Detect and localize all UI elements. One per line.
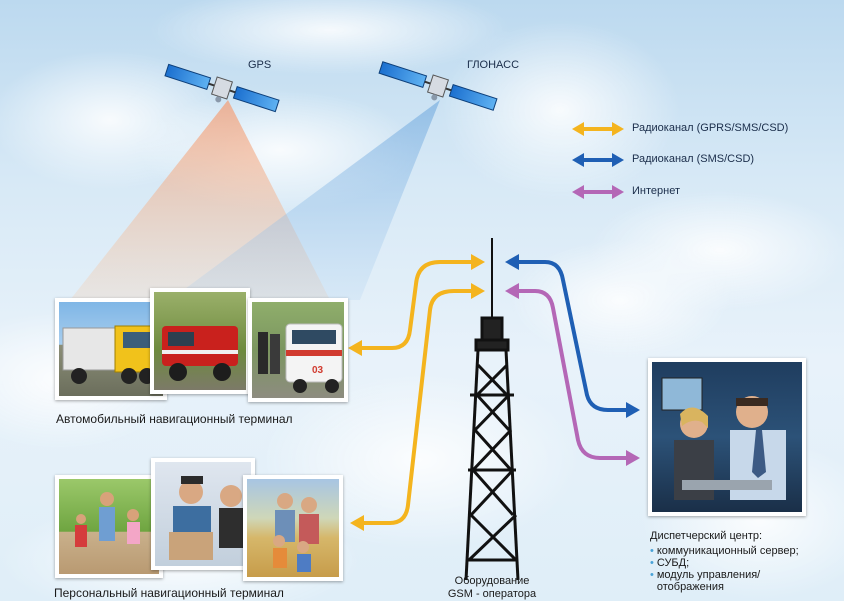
truck-icon (62, 325, 158, 384)
fire-truck-icon (162, 326, 238, 381)
gsm-caption-line1: Оборудование (454, 575, 530, 587)
family-walk-photo (55, 475, 163, 578)
truck-photo (55, 298, 167, 400)
gsm-caption: Оборудование GSM - оператора (432, 575, 552, 601)
legend-arrows (582, 127, 614, 194)
dispatch-item-display: •отображения (656, 581, 724, 593)
ambulance-photo: 03 (248, 298, 348, 402)
dispatch-item-dbms: •СУБД; (650, 557, 690, 569)
legend-item-radio-sms: Радиоканал (SMS/CSD) (632, 153, 755, 165)
dispatch-center-photo (648, 358, 806, 516)
personal-terminal-caption: Персональный навигационный терминал (54, 586, 284, 600)
ambulance-icon (258, 323, 343, 393)
internet-arrowheads (505, 283, 640, 466)
dispatch-title: Диспетчерский центр: (650, 530, 763, 542)
dispatch-list: •коммуникационный сервер; •СУБД; •модуль… (650, 545, 799, 593)
dispatch-operators-icon (661, 377, 786, 500)
ambulance-number: 03 (312, 365, 324, 376)
vehicle-terminal-caption: Автомобильный навигационный терминал (56, 412, 293, 426)
family-icon (75, 492, 140, 547)
glonass-label: ГЛОНАСС (467, 59, 520, 71)
gsm-caption-line2: GSM - оператора (447, 588, 537, 600)
radio-sms-arrows (515, 260, 630, 412)
radio-gprs-arrows (358, 260, 475, 525)
internet-arrows (515, 289, 630, 460)
couple-photo (151, 458, 255, 570)
legend-item-internet: Интернет (632, 185, 680, 197)
legend-item-radio-gprs: Радиоканал (GPRS/SMS/CSD) (632, 122, 789, 134)
dispatch-item-server: •коммуникационный сервер; (650, 545, 799, 557)
gps-satellite-icon (164, 63, 280, 113)
legend-arrowheads (572, 122, 624, 199)
glonass-satellite-icon (378, 61, 498, 111)
grandparents-photo (243, 475, 343, 581)
radio-gprs-arrowheads (348, 254, 485, 531)
glonass-beam (170, 100, 440, 300)
radio-sms-arrowheads (505, 254, 640, 418)
dispatch-item-module: •модуль управления/ (650, 569, 761, 581)
gsm-tower-icon (464, 238, 520, 581)
grandparents-icon (273, 493, 319, 572)
fire-truck-photo (150, 288, 250, 394)
gps-label: GPS (248, 59, 272, 71)
couple-icon (169, 476, 247, 560)
